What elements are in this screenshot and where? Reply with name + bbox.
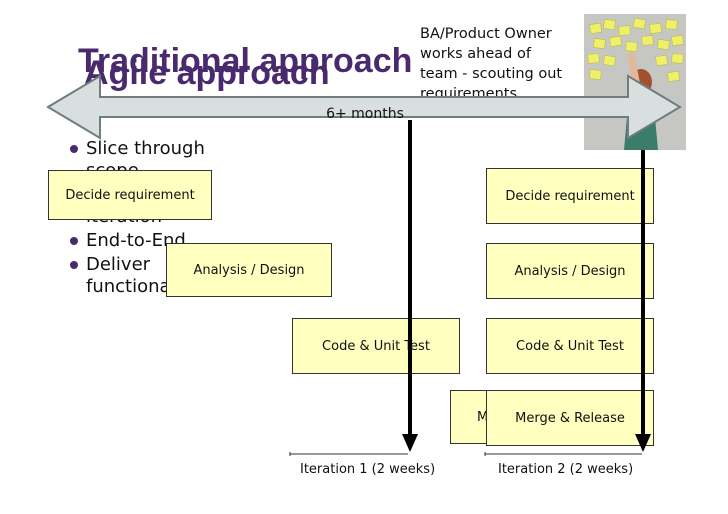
iteration-1-bracket — [289, 452, 408, 456]
bullet-line: End-to-End — [86, 230, 186, 251]
title-agile: Agile approach — [84, 54, 330, 92]
agile-merge-release-box: Merge & Release — [486, 390, 654, 446]
bullet-dot — [70, 237, 78, 245]
six-months-label: 6+ months — [326, 106, 404, 122]
bullet-item: End-to-End — [70, 230, 270, 252]
bullet-line: Slice through — [86, 138, 205, 159]
callout-line: works ahead of — [420, 46, 531, 62]
title-traditional: Traditional approach — [78, 42, 413, 80]
traditional-code-unit-test-box: Code & Unit Test — [292, 318, 460, 374]
six-months-arrow — [46, 74, 682, 140]
callout-line: BA/Product Owner — [420, 26, 552, 42]
iteration-1-down-arrow — [402, 120, 418, 452]
callout-line: team - scouting out — [420, 66, 563, 82]
traditional-analysis-design-box: Analysis / Design — [166, 243, 332, 297]
agile-decide-requirement-box: Decide requirement — [486, 168, 654, 224]
iteration-2-bracket — [484, 452, 642, 456]
agile-analysis-design-box: Analysis / Design — [486, 243, 654, 299]
bullet-dot — [70, 145, 78, 153]
bullet-line: Deliver — [86, 254, 151, 275]
iteration-1-label: Iteration 1 (2 weeks) — [300, 462, 436, 477]
traditional-decide-requirement-box: Decide requirement — [48, 170, 212, 220]
iteration-2-down-arrow — [635, 150, 651, 452]
iteration-2-label: Iteration 2 (2 weeks) — [498, 462, 634, 477]
agile-code-unit-test-box: Code & Unit Test — [486, 318, 654, 374]
bullet-dot — [70, 261, 78, 269]
